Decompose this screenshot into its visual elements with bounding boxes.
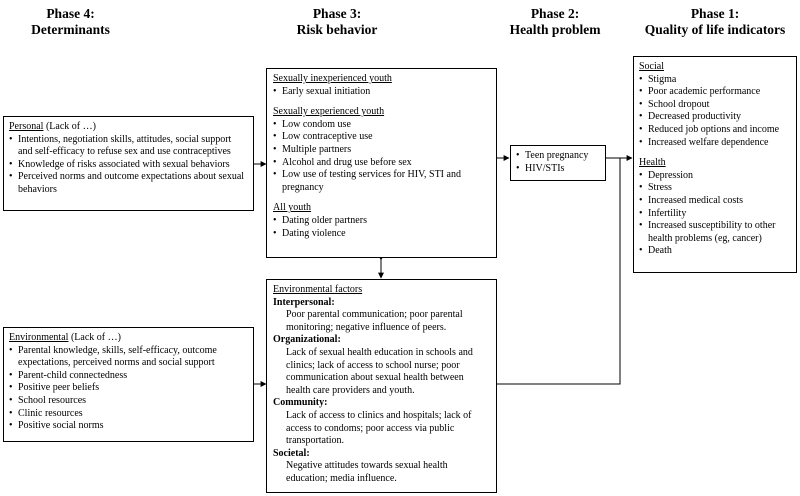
list-item: HIV/STIs bbox=[516, 163, 600, 176]
health-title: Health bbox=[639, 157, 666, 169]
list-item: Early sexual initiation bbox=[273, 86, 490, 99]
list-item: Decreased productivity bbox=[639, 111, 791, 124]
list-item: Knowledge of risks associated with sexua… bbox=[9, 159, 248, 172]
list-item: Multiple partners bbox=[273, 144, 490, 157]
phase-4-title: Determinants bbox=[31, 22, 110, 37]
inexperienced-list: Early sexual initiation bbox=[273, 86, 490, 99]
list-item: Reduced job options and income bbox=[639, 124, 791, 137]
list-item: Parental knowledge, skills, self-efficac… bbox=[9, 345, 248, 370]
personal-determinants-box: Personal (Lack of …) Intentions, negotia… bbox=[3, 116, 254, 211]
list-item: Parent-child connectedness bbox=[9, 370, 248, 383]
phase-1-label: Phase 1: bbox=[690, 6, 740, 21]
list-item: Low condom use bbox=[273, 119, 490, 132]
phase-2-label: Phase 2: bbox=[530, 6, 580, 21]
quality-of-life-box: Social Stigma Poor academic performance … bbox=[633, 56, 797, 273]
phase-2-header: Phase 2: Health problem bbox=[495, 6, 615, 38]
list-item: Positive peer beliefs bbox=[9, 382, 248, 395]
list-item: Clinic resources bbox=[9, 408, 248, 421]
env-factors-title: Environmental factors bbox=[273, 284, 363, 295]
phase-4-label: Phase 4: bbox=[46, 6, 95, 21]
environmental-title: Environmental bbox=[9, 332, 69, 343]
community-text: Lack of access to clinics and hospitals;… bbox=[286, 409, 472, 447]
organizational-label: Organizational: bbox=[273, 334, 341, 346]
list-item: Low contraceptive use bbox=[273, 131, 490, 144]
personal-list: Intentions, negotiation skills, attitude… bbox=[9, 134, 248, 197]
health-problem-box: Teen pregnancy HIV/STIs bbox=[510, 145, 606, 181]
personal-title: Personal bbox=[9, 121, 44, 132]
list-item: Perceived norms and outcome expectations… bbox=[9, 171, 248, 196]
personal-title-suffix: (Lack of …) bbox=[43, 121, 96, 132]
inexperienced-title: Sexually inexperienced youth bbox=[273, 73, 392, 84]
health-list: Depression Stress Increased medical cost… bbox=[639, 170, 791, 258]
social-title: Social bbox=[639, 61, 664, 72]
connector-envfactors-to-health-problem bbox=[497, 158, 621, 385]
phase-2-title: Health problem bbox=[509, 22, 601, 37]
all-youth-title: All youth bbox=[273, 202, 312, 214]
health-problem-list: Teen pregnancy HIV/STIs bbox=[516, 150, 600, 175]
environmental-title-suffix: (Lack of …) bbox=[68, 332, 121, 343]
personal-heading: Personal (Lack of …) bbox=[9, 121, 248, 134]
social-list: Stigma Poor academic performance School … bbox=[639, 74, 791, 150]
list-item: Depression bbox=[639, 170, 791, 183]
list-item: Death bbox=[639, 245, 791, 258]
environmental-determinants-box: Environmental (Lack of …) Parental knowl… bbox=[3, 327, 254, 442]
list-item: Teen pregnancy bbox=[516, 150, 600, 163]
phase-1-title: Quality of life indicators bbox=[644, 22, 786, 37]
interpersonal-text: Poor parental communication; poor parent… bbox=[286, 309, 463, 333]
environmental-heading: Environmental (Lack of …) bbox=[9, 332, 248, 345]
phase-3-header: Phase 3: Risk behavior bbox=[272, 6, 402, 38]
list-item: Increased susceptibility to other health… bbox=[639, 220, 791, 245]
list-item: Dating violence bbox=[273, 228, 490, 241]
all-youth-list: Dating older partners Dating violence bbox=[273, 215, 490, 240]
community-label: Community: bbox=[273, 397, 328, 409]
list-item: School dropout bbox=[639, 99, 791, 112]
organizational-text: Lack of sexual health education in schoo… bbox=[286, 346, 473, 396]
list-item: Low use of testing services for HIV, STI… bbox=[273, 169, 490, 194]
list-item: Intentions, negotiation skills, attitude… bbox=[9, 134, 248, 159]
list-item: Stigma bbox=[639, 74, 791, 87]
phase-3-title: Risk behavior bbox=[296, 22, 378, 37]
list-item: Dating older partners bbox=[273, 215, 490, 228]
list-item: Stress bbox=[639, 182, 791, 195]
list-item: Increased medical costs bbox=[639, 195, 791, 208]
phase-3-label: Phase 3: bbox=[312, 6, 362, 21]
societal-text: Negative attitudes towards sexual health… bbox=[286, 460, 448, 484]
list-item: Increased welfare dependence bbox=[639, 137, 791, 150]
environmental-list: Parental knowledge, skills, self-efficac… bbox=[9, 345, 248, 433]
societal-label: Societal: bbox=[273, 447, 310, 459]
list-item: Infertility bbox=[639, 208, 791, 221]
list-item: Alcohol and drug use before sex bbox=[273, 157, 490, 170]
experienced-title: Sexually experienced youth bbox=[273, 106, 385, 118]
phase-4-header: Phase 4: Determinants bbox=[8, 6, 133, 38]
experienced-list: Low condom use Low contraceptive use Mul… bbox=[273, 119, 490, 195]
list-item: Poor academic performance bbox=[639, 86, 791, 99]
phase-1-header: Phase 1: Quality of life indicators bbox=[630, 6, 800, 38]
interpersonal-label: Interpersonal: bbox=[273, 296, 335, 308]
environmental-factors-box: Environmental factors Interpersonal: Poo… bbox=[266, 279, 497, 493]
list-item: Positive social norms bbox=[9, 420, 248, 433]
risk-behavior-box: Sexually inexperienced youth Early sexua… bbox=[266, 68, 497, 258]
list-item: School resources bbox=[9, 395, 248, 408]
